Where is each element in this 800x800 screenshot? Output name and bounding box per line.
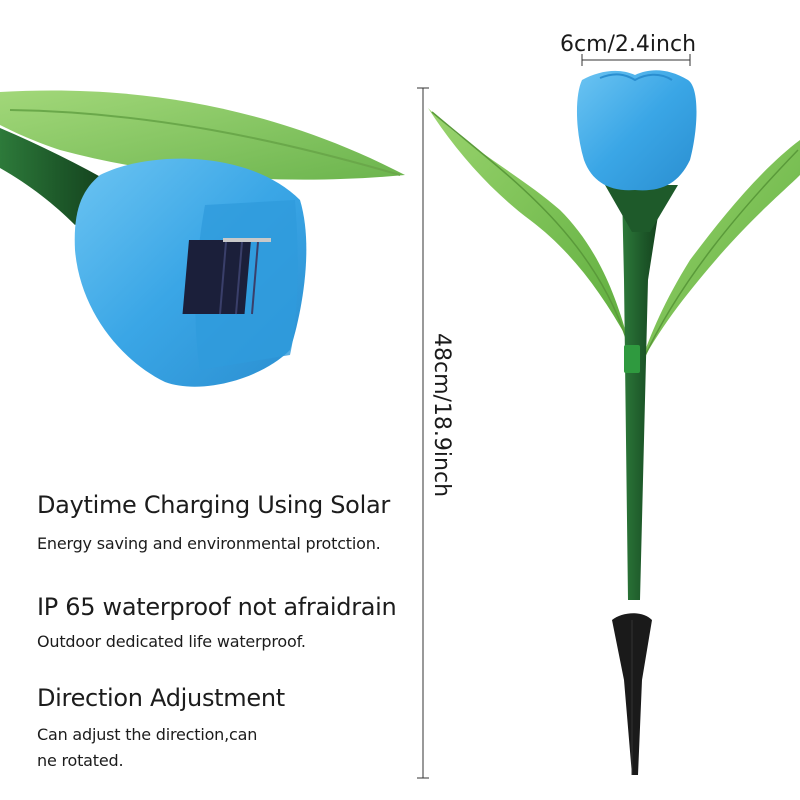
solar-panel	[182, 238, 271, 315]
feature-desc-direction-line2: ne rotated.	[37, 751, 124, 770]
height-label: 48cm/18.9inch	[429, 333, 454, 498]
feature-title-waterproof: IP 65 waterproof not afraidrain	[37, 593, 397, 621]
tulip-head	[576, 70, 697, 191]
width-label: 6cm/2.4inch	[560, 32, 697, 57]
full-product-group	[428, 70, 800, 775]
height-dimension-line	[417, 87, 429, 779]
stem-clip	[624, 345, 640, 373]
feature-desc-waterproof: Outdoor dedicated life waterproof.	[37, 632, 306, 651]
right-leaf	[640, 140, 800, 365]
width-dimension-line	[581, 54, 691, 66]
left-leaf	[428, 108, 628, 340]
feature-title-solar: Daytime Charging Using Solar	[37, 491, 390, 519]
feature-title-direction: Direction Adjustment	[37, 684, 285, 712]
closeup-leaf	[0, 90, 405, 180]
feature-desc-direction-line1: Can adjust the direction,can	[37, 725, 258, 744]
closeup-group	[0, 90, 405, 387]
feature-desc-solar: Energy saving and environmental protctio…	[37, 534, 381, 553]
main-stem	[622, 190, 662, 600]
